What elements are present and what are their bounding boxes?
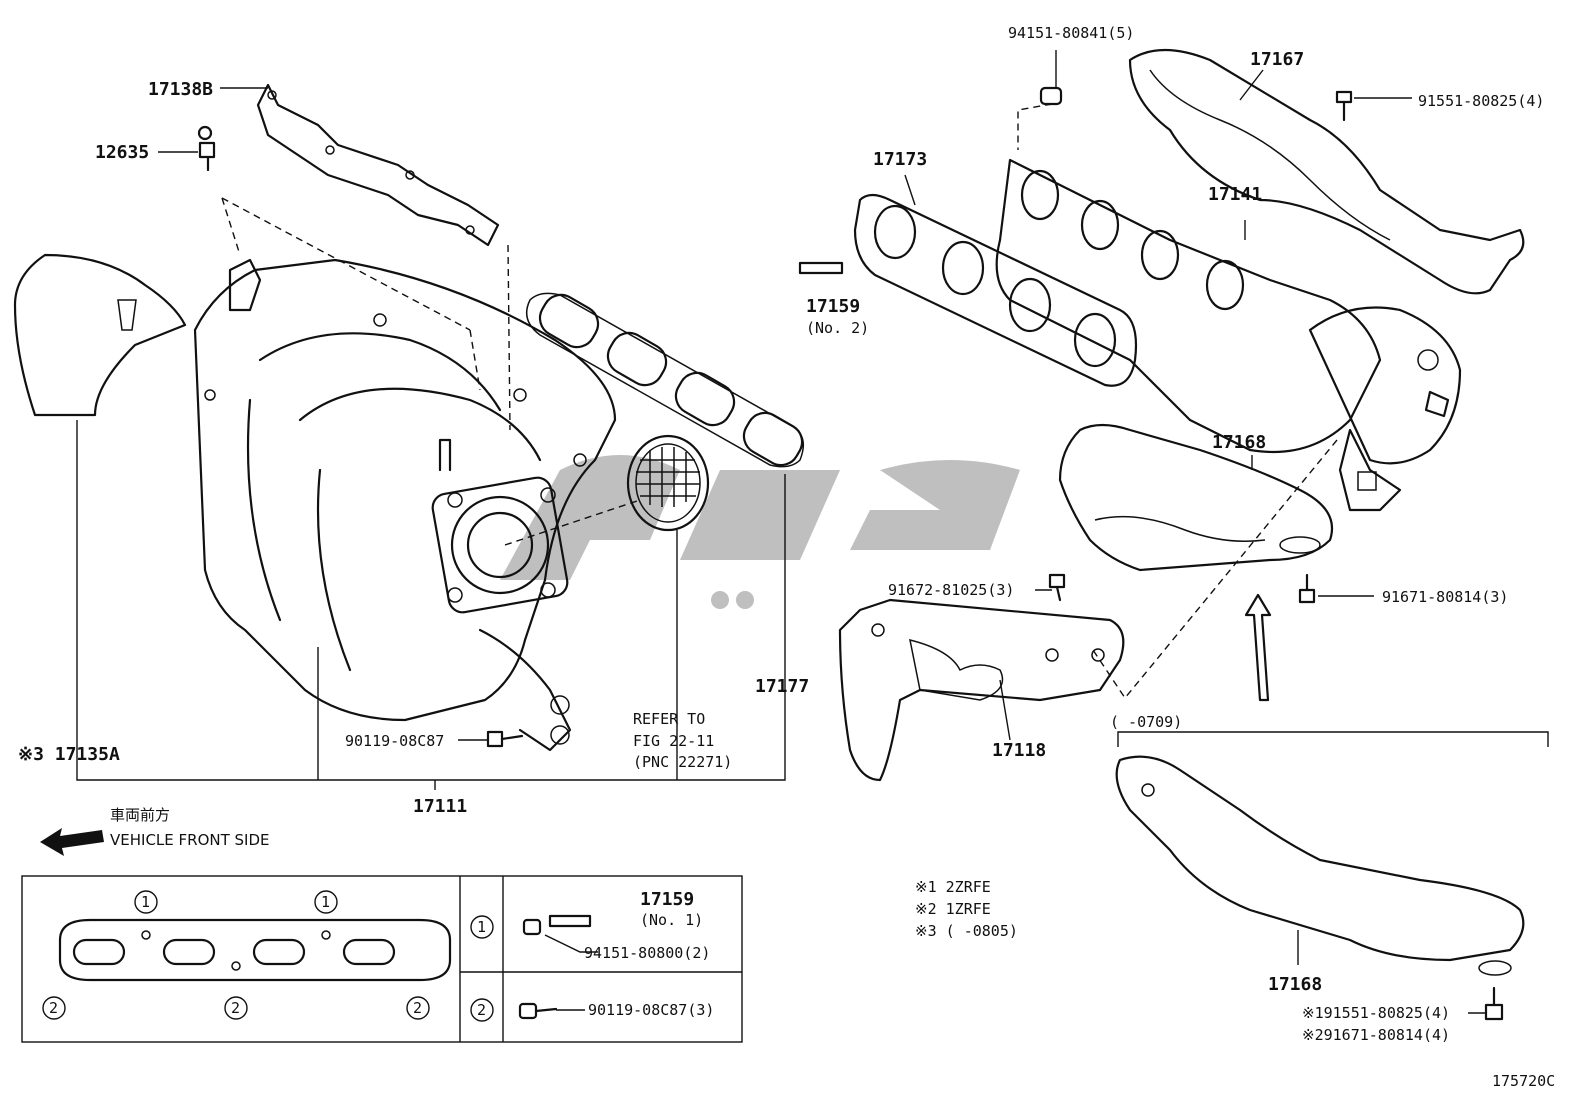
stud-17159-no2[interactable] [798, 261, 844, 275]
circle-marker-2b: 2 [231, 999, 240, 1017]
heat-insulator-17167[interactable] [1128, 48, 1525, 295]
label-17141: 17141 [1208, 184, 1262, 205]
label-91671-80814-4: ※291671-80814(4) [1302, 1026, 1450, 1044]
circle-marker-legend-1: 1 [477, 918, 486, 936]
label-91551-80825: 91551-80825(4) [1418, 92, 1544, 110]
label-94151-80841: 94151-80841(5) [1008, 24, 1134, 42]
watermark-logo [500, 455, 1020, 609]
circle-marker-2a: 2 [49, 999, 58, 1017]
label-17168-upper: 17168 [1212, 432, 1266, 453]
legend-label-17159: 17159 [640, 889, 694, 910]
label-90119-08C87: 90119-08C87 [345, 732, 444, 750]
exhaust-manifold-17141[interactable] [995, 158, 1462, 512]
legend-box [21, 875, 743, 1043]
bolt-lower-91551-91671[interactable] [1484, 986, 1504, 1021]
gasket-17177[interactable] [525, 288, 809, 471]
label-17118: 17118 [992, 740, 1046, 761]
note-1: ※1 2ZRFE [915, 878, 991, 896]
label-17135A: ※3 17135A [18, 744, 120, 765]
gasket-17138B[interactable] [256, 83, 500, 247]
legend-label-94151-80800: 94151-80800(2) [584, 944, 710, 962]
heat-insulator-17168-upper[interactable] [1058, 423, 1334, 572]
circle-marker-1a: 1 [141, 893, 150, 911]
vehicle-front-arrow-icon [40, 828, 104, 856]
label-17159-no2: 17159 [806, 296, 860, 317]
heat-insulator-17168-lower[interactable] [1115, 755, 1525, 976]
bolt-12635[interactable] [197, 125, 216, 172]
label-17159-no2-sub: (No. 2) [806, 319, 869, 337]
label-fig-22-11: FIG 22-11 [633, 732, 714, 750]
engine-cover-17135A[interactable] [13, 253, 187, 417]
note-3: ※3 ( -0805) [915, 922, 1018, 940]
note-2: ※2 1ZRFE [915, 900, 991, 918]
direction-arrow-up-icon [1244, 593, 1272, 702]
bolt-91672-81025[interactable] [1048, 573, 1066, 602]
label-range-0709: ( -0709) [1110, 713, 1182, 731]
legend-bolt[interactable] [518, 1002, 558, 1020]
label-pnc-22271: (PNC 22271) [633, 753, 732, 771]
figure-code: 175720C [1492, 1072, 1555, 1090]
legend-stud-nut[interactable] [522, 914, 592, 936]
label-91551-80825-4: ※191551-80825(4) [1302, 1004, 1450, 1022]
label-17138B: 17138B [148, 79, 213, 100]
exhaust-gasket-17173[interactable] [853, 193, 1138, 387]
label-17173: 17173 [873, 149, 927, 170]
label-17177: 17177 [755, 676, 809, 697]
nut-94151-80841[interactable] [1039, 86, 1063, 106]
legend-label-17159-sub: (No. 1) [640, 911, 703, 929]
label-front-en: VEHICLE FRONT SIDE [110, 831, 270, 849]
circle-marker-2c: 2 [413, 999, 422, 1017]
label-refer-to: REFER TO [633, 710, 705, 728]
label-17111: 17111 [413, 796, 467, 817]
label-91671-80814: 91671-80814(3) [1382, 588, 1508, 606]
bolt-91551-80825[interactable] [1335, 90, 1353, 122]
bracket-17118[interactable] [838, 598, 1125, 782]
intake-manifold-17111[interactable] [193, 258, 617, 752]
bolt-91671-80814[interactable] [1298, 573, 1316, 604]
label-17167: 17167 [1250, 49, 1304, 70]
bolt-90119-08C87[interactable] [486, 730, 524, 748]
label-12635: 12635 [95, 142, 149, 163]
circle-marker-legend-2: 2 [477, 1001, 486, 1019]
mesh-gasket[interactable] [626, 434, 710, 532]
legend-label-90119-08C87: 90119-08C87(3) [588, 1001, 714, 1019]
circle-marker-1b: 1 [321, 893, 330, 911]
label-front-jp: 車両前方 [110, 806, 170, 824]
label-91672-81025: 91672-81025(3) [888, 581, 1014, 599]
label-17168-lower: 17168 [1268, 974, 1322, 995]
